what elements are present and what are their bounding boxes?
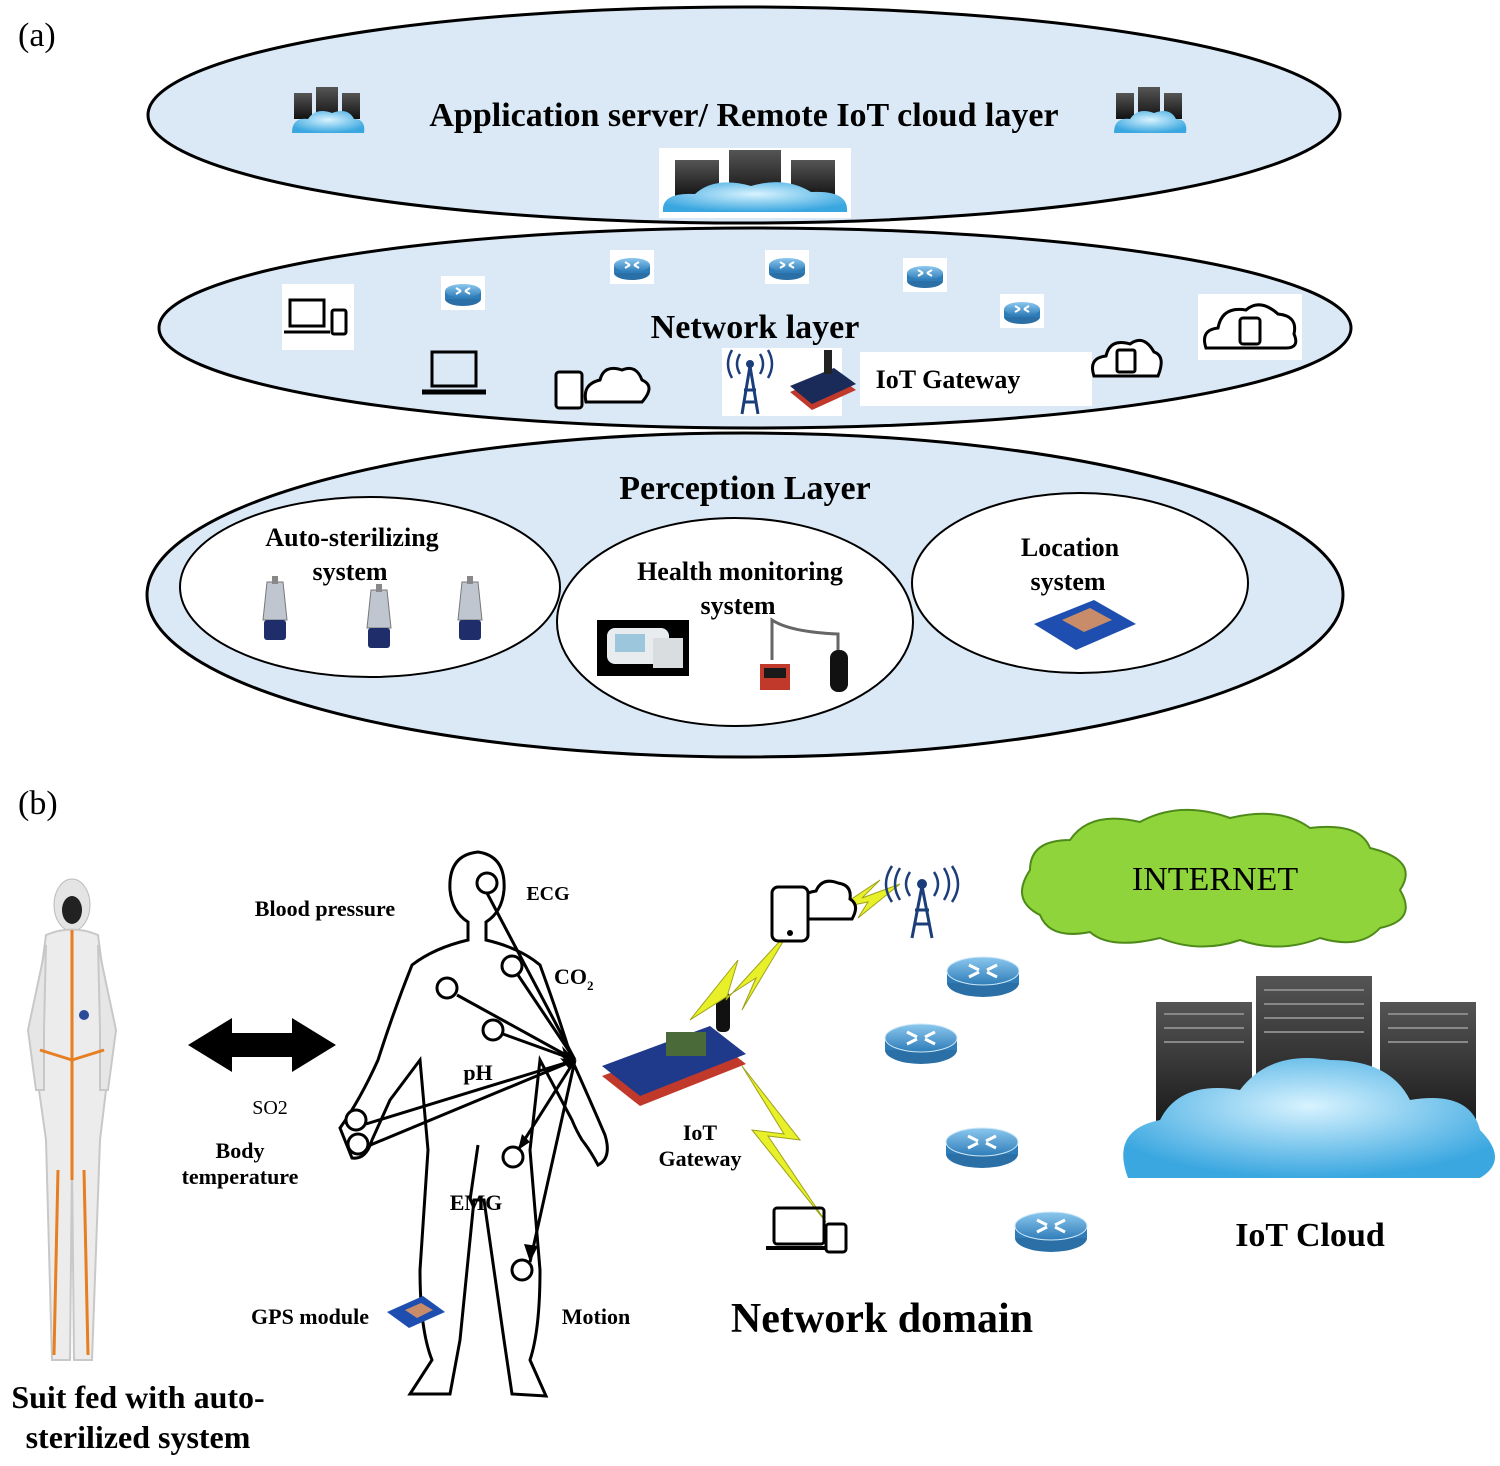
- so2-label: SO2: [252, 1097, 288, 1119]
- application-layer-title: Application server/ Remote IoT cloud lay…: [429, 97, 1058, 134]
- router-icon: [764, 249, 810, 285]
- blood-pressure-monitor-icon: [597, 620, 689, 676]
- cloud-icon: [1123, 1058, 1495, 1178]
- auto-sterilizing-line1: Auto-sterilizing: [265, 523, 438, 552]
- internet-label: INTERNET: [1132, 861, 1298, 898]
- panel-a-label: (a): [18, 17, 56, 54]
- protective-suit-figure: [26, 878, 118, 1361]
- co2-label: CO2: [554, 964, 594, 993]
- server-cloud-icon: [1114, 87, 1187, 133]
- blood-pressure-label: Blood pressure: [255, 896, 396, 921]
- ph-label: pH: [463, 1060, 492, 1085]
- gps-module-label: GPS module: [251, 1304, 369, 1329]
- sensor-nodes: [344, 871, 534, 1282]
- application-layer-ellipse: [146, 5, 1342, 225]
- suit-caption-line2: sterilized system: [26, 1419, 251, 1455]
- suit-caption-line1: Suit fed with auto-: [11, 1379, 264, 1415]
- motion-node: [510, 1258, 534, 1282]
- health-sensor-icon: [760, 617, 848, 692]
- cloud-tablet-icon: [1198, 294, 1302, 360]
- panel-b-label: (b): [18, 785, 58, 822]
- router-icon: [944, 1126, 1020, 1170]
- sprinkler-nozzle-icon: [366, 583, 392, 649]
- location-line1: Location: [1021, 533, 1120, 562]
- server-cloud-icon: [292, 87, 365, 133]
- location-line2: system: [1030, 567, 1105, 596]
- gateway-board-icon: [790, 350, 856, 410]
- lightning-bolt: [837, 879, 901, 919]
- network-domain-label: Network domain: [731, 1296, 1033, 1342]
- tablet-cloud-icon: [554, 366, 651, 410]
- antenna-tower-icon: [884, 865, 960, 939]
- ecg-label: ECG: [526, 883, 570, 905]
- sprinkler-nozzle-icon: [262, 575, 288, 641]
- router-icon: [1013, 1210, 1089, 1254]
- emg-node: [501, 1145, 525, 1169]
- body-temperature-line1: Body: [216, 1138, 265, 1163]
- router-icon: [440, 275, 486, 311]
- laptop-phone-icon: [766, 1206, 848, 1254]
- gateway-label-line2: Gateway: [658, 1146, 741, 1171]
- human-body-outline: [338, 850, 609, 1398]
- laptop-icon: [422, 350, 486, 395]
- laptop-phone-icon: [282, 284, 354, 350]
- auto-sterilizing-line2: system: [312, 557, 387, 586]
- router-icon: [902, 257, 948, 293]
- co2-subscript: 2: [587, 978, 594, 993]
- network-layer: Network layer IoT Gateway: [157, 226, 1353, 430]
- router-icon: [883, 1022, 959, 1066]
- iot-cloud-servers: [1123, 976, 1495, 1178]
- body-temperature-node: [346, 1132, 370, 1156]
- lightning-bolt: [689, 929, 791, 1021]
- application-layer: Application server/ Remote IoT cloud lay…: [146, 5, 1342, 225]
- router-icon: [945, 955, 1021, 999]
- bidirectional-arrow: [188, 1018, 336, 1072]
- emg-label: EMG: [450, 1190, 503, 1215]
- phone-cloud-icon: [770, 879, 857, 943]
- router-icon: [999, 293, 1045, 329]
- perception-layer: Perception Layer Auto-sterilizing system…: [145, 431, 1345, 759]
- gateway-label-line1: IoT: [683, 1120, 718, 1145]
- server-cloud-icon: [659, 148, 851, 218]
- ecg-node: [475, 871, 499, 895]
- co2-text: CO: [554, 964, 587, 989]
- health-monitoring-line2: system: [700, 591, 775, 620]
- lightning-bolt: [741, 1065, 827, 1223]
- sprinkler-nozzle-icon: [457, 575, 483, 641]
- gps-module-icon: [1034, 600, 1136, 650]
- location-subsystem: [911, 492, 1249, 674]
- blood-pressure-node: [435, 976, 459, 1000]
- cloud-device-icon: [1091, 338, 1163, 378]
- co2-node: [500, 954, 524, 978]
- gps-module-icon: [387, 1296, 445, 1328]
- so2-node: [344, 1108, 368, 1132]
- iot-gateway-label: IoT Gateway: [876, 365, 1021, 394]
- network-layer-title: Network layer: [651, 309, 860, 346]
- iot-cloud-label: IoT Cloud: [1235, 1217, 1385, 1254]
- motion-label: Motion: [562, 1304, 630, 1329]
- router-icon: [609, 249, 655, 285]
- internet-cloud: INTERNET: [1021, 809, 1407, 948]
- body-temperature-line2: temperature: [182, 1164, 299, 1189]
- perception-layer-title: Perception Layer: [619, 470, 870, 507]
- arrowheads: [518, 1046, 575, 1262]
- health-monitoring-line1: Health monitoring: [637, 557, 843, 586]
- iot-gateway-board-icon: [602, 992, 746, 1106]
- ph-node: [481, 1018, 505, 1042]
